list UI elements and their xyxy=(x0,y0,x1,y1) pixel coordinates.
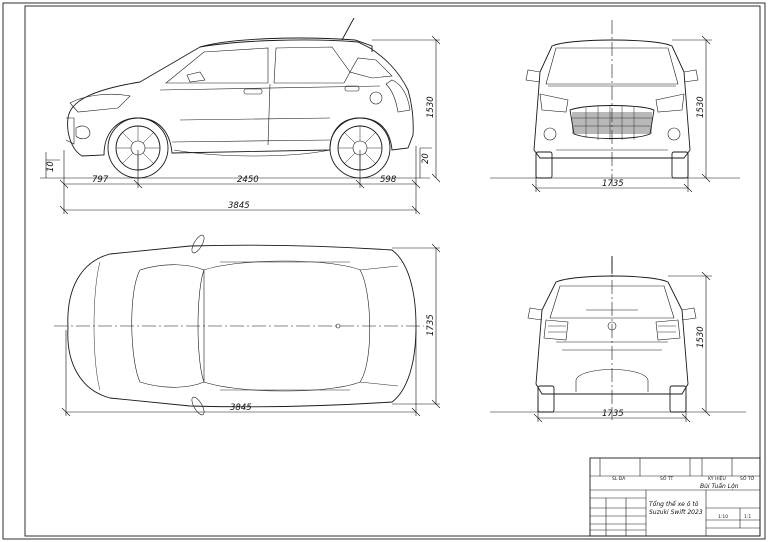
dim-front-width: 1735 xyxy=(602,179,624,189)
dim-rear-height: 1530 xyxy=(696,326,706,348)
top-view-dimensions: 3845 1735 xyxy=(61,243,441,417)
dim-rear-width: 1735 xyxy=(602,409,624,419)
title-header-4: SỐ TỜ xyxy=(740,474,755,482)
dim-front-height: 1530 xyxy=(696,96,706,118)
dim-rear-ground-angle: 20 xyxy=(421,153,431,164)
title-header-2: SỐ TT xyxy=(660,474,673,482)
drawing-scale: 1:10 xyxy=(718,514,728,520)
title-header-3: KÝ HIỆU xyxy=(708,474,726,482)
designer-name: Bùi Tuấn Lộn xyxy=(700,483,739,490)
dim-wheelbase: 2450 xyxy=(237,175,259,185)
dim-top-width: 1735 xyxy=(426,314,436,336)
title-header-1: SL ĐÁ xyxy=(612,475,626,482)
dim-front-ground-angle: 10 xyxy=(46,161,56,172)
front-view-dimensions: 1735 1530 xyxy=(531,35,712,193)
dim-front-overhang: 797 xyxy=(92,175,109,185)
rear-view-dimensions: 1735 1530 xyxy=(533,271,712,423)
dim-top-length: 3845 xyxy=(230,403,252,413)
dim-overall-length: 3845 xyxy=(228,201,250,211)
drawing-title-line2: Suzuki Swift 2023 xyxy=(649,509,703,516)
dim-rear-overhang: 598 xyxy=(380,175,397,185)
front-view xyxy=(490,20,740,186)
side-view-dimensions: 797 2450 598 3845 1530 10 20 xyxy=(45,35,441,215)
sheet-count: 1:1 xyxy=(744,514,751,520)
top-view xyxy=(54,234,424,416)
drawing-title-line1: Tổng thể xe ô tô xyxy=(649,501,699,508)
front-grille xyxy=(569,105,655,140)
rear-view xyxy=(490,256,746,420)
side-view xyxy=(40,17,430,179)
dim-side-height: 1530 xyxy=(426,96,436,118)
title-block: SL ĐÁ SỐ TT KÝ HIỆU SỐ TỜ Bùi Tuấn Lộn T… xyxy=(589,457,761,537)
